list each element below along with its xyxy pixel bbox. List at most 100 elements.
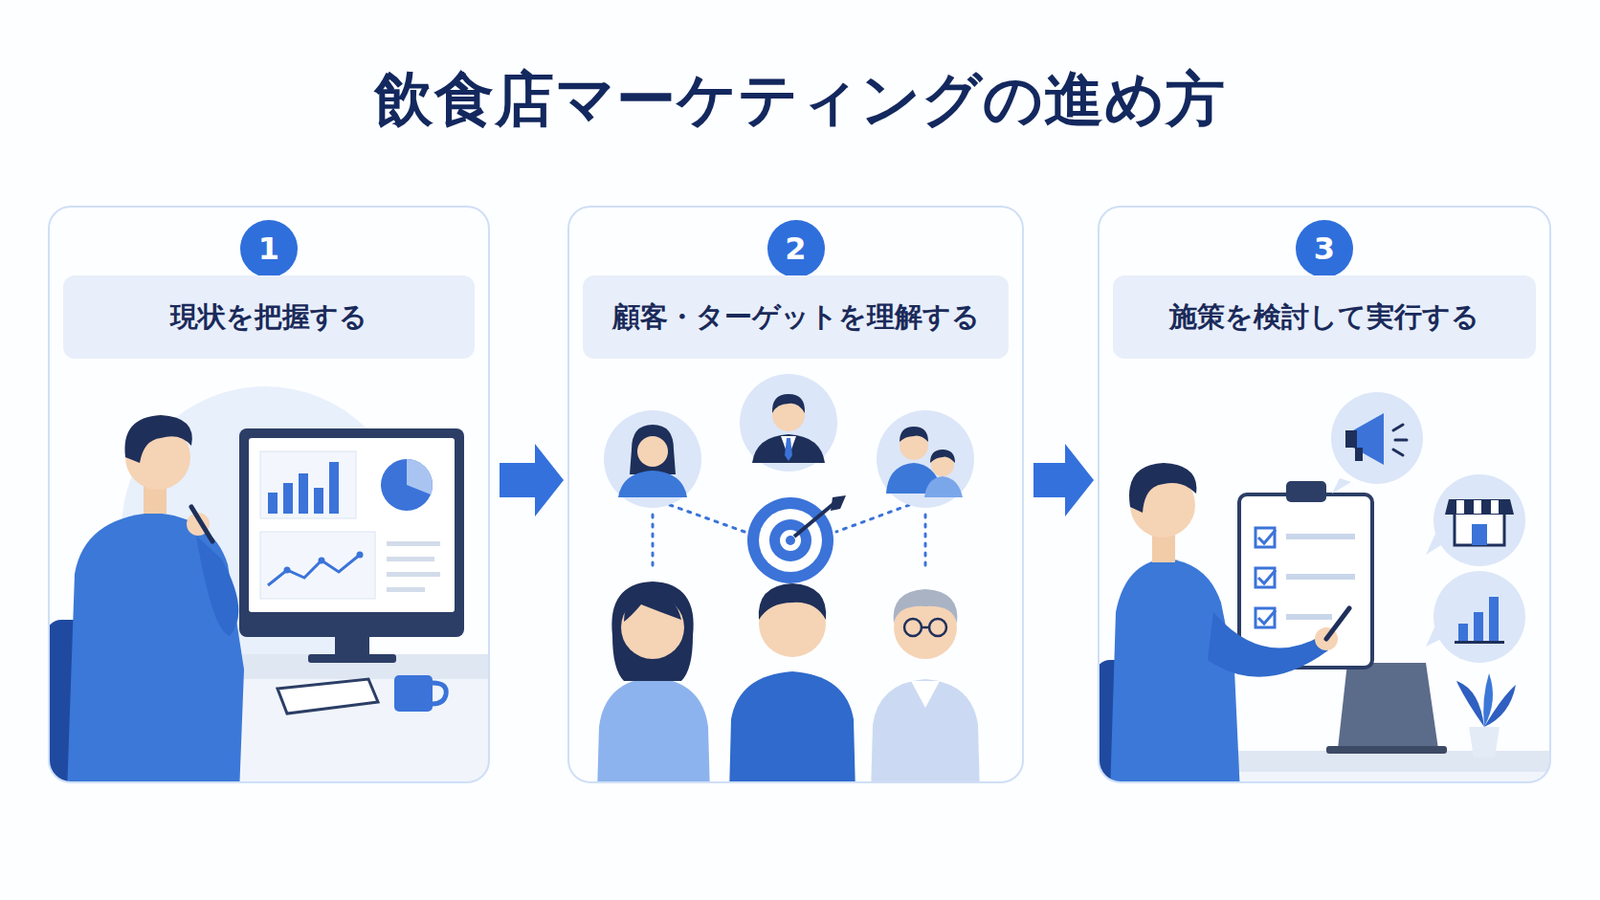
flow-arrow [1033,444,1094,517]
illustration-shape [904,619,947,637]
step-heading: 施策を検討して実行する [1169,299,1480,336]
illustration-shape [248,438,455,613]
illustration-shape [1255,608,1275,628]
illustration-shape [729,671,856,783]
illustration-shape [1207,612,1329,678]
illustration-shape [930,449,956,464]
illustration-shape [1258,570,1276,584]
illustration-shape [904,619,922,637]
planner-scene [1098,392,1551,783]
illustration-shape [1458,623,1468,642]
illustration-shape [1286,574,1356,580]
illustration-shape [603,410,702,509]
illustration-shape [794,503,835,537]
illustration-shape [1326,608,1350,640]
illustration-shape [284,552,364,575]
illustration-shape [1473,500,1482,514]
illustration-shape [1393,449,1403,456]
illustration-shape [893,589,958,624]
step-heading-band: 施策を検討して実行する [1112,275,1536,359]
step-heading-band: 顧客・ターゲットを理解する [582,275,1009,359]
illustration-shape [1129,463,1197,513]
illustration-shape [298,473,309,514]
illustration-shape [899,426,929,443]
illustration-shape [752,434,825,464]
illustration-shape [747,497,834,584]
illustration-shape [597,677,711,783]
illustration-shape [739,374,838,472]
illustration-shape [1395,439,1407,443]
illustration-shape [1286,614,1333,621]
illustration-shape [772,394,805,414]
illustration-shape [618,470,688,498]
illustration-shape [1454,512,1505,546]
illustration-shape [124,415,192,464]
step-number: 1 [240,220,298,278]
illustration-shape [758,583,826,621]
diagram-title: 飲食店マーケティングの進め方 [0,59,1600,140]
illustration-shape [924,476,963,498]
illustration-shape [785,535,796,546]
illustration-shape [1353,413,1384,466]
illustration-shape [308,654,397,664]
illustration-shape [356,552,364,559]
illustration-shape [1286,481,1327,503]
illustration-shape [929,619,947,637]
target-scene [597,374,980,783]
illustration-shape [406,459,433,495]
illustration-shape [830,495,846,512]
illustration-shape [1456,681,1485,728]
illustration-shape [1393,424,1403,431]
illustration-shape [1326,746,1447,755]
step-panel: 1 現状を把握する [47,205,490,784]
illustration-shape [1393,424,1407,456]
illustration-shape [669,505,745,533]
illustration-shape [1490,500,1499,514]
illustration-shape [334,637,370,657]
illustration-shape [283,483,293,514]
illustration-shape [623,593,682,623]
illustration-shape [267,492,278,514]
illustration-shape [260,451,356,519]
illustration-shape [277,679,378,714]
illustration-shape [1286,533,1356,540]
illustration-shape [318,557,326,565]
illustration-shape [637,436,668,467]
illustration-shape [1110,558,1241,783]
step-heading: 現状を把握する [170,299,368,336]
illustration-shape [284,567,291,575]
illustration-shape [1433,474,1526,567]
illustration-shape [1331,392,1423,485]
illustration-shape [784,438,793,462]
illustration-shape [386,587,425,593]
illustration-shape [267,555,360,586]
illustration-shape [260,532,376,600]
illustration-shape [1444,499,1514,515]
illustration-shape [386,572,441,578]
illustration-shape [386,541,441,547]
step-heading-band: 現状を把握する [63,275,475,359]
illustration-shape [611,581,693,682]
illustration-shape [1337,663,1439,750]
illustration-shape [1471,524,1488,546]
illustration-shape [1255,528,1275,548]
illustration-shape [1488,597,1499,642]
illustration-shape [1239,494,1373,668]
illustration-shape [432,683,446,705]
illustration-shape [758,509,823,573]
illustration-shape [836,505,910,533]
illustration-shape [1255,528,1276,628]
step-heading: 顧客・ターゲットを理解する [612,299,980,336]
illustration-shape [313,488,324,514]
illustration-shape [870,679,980,783]
illustration-shape [1355,447,1363,462]
illustration-shape [66,512,245,783]
illustration-shape [1286,533,1356,621]
illustration-shape [1433,571,1526,664]
illustration-shape [652,505,926,573]
illustration-shape [380,459,433,512]
illustration-shape [1468,727,1500,758]
illustration-shape [1258,530,1276,544]
illustration-shape [876,410,975,509]
